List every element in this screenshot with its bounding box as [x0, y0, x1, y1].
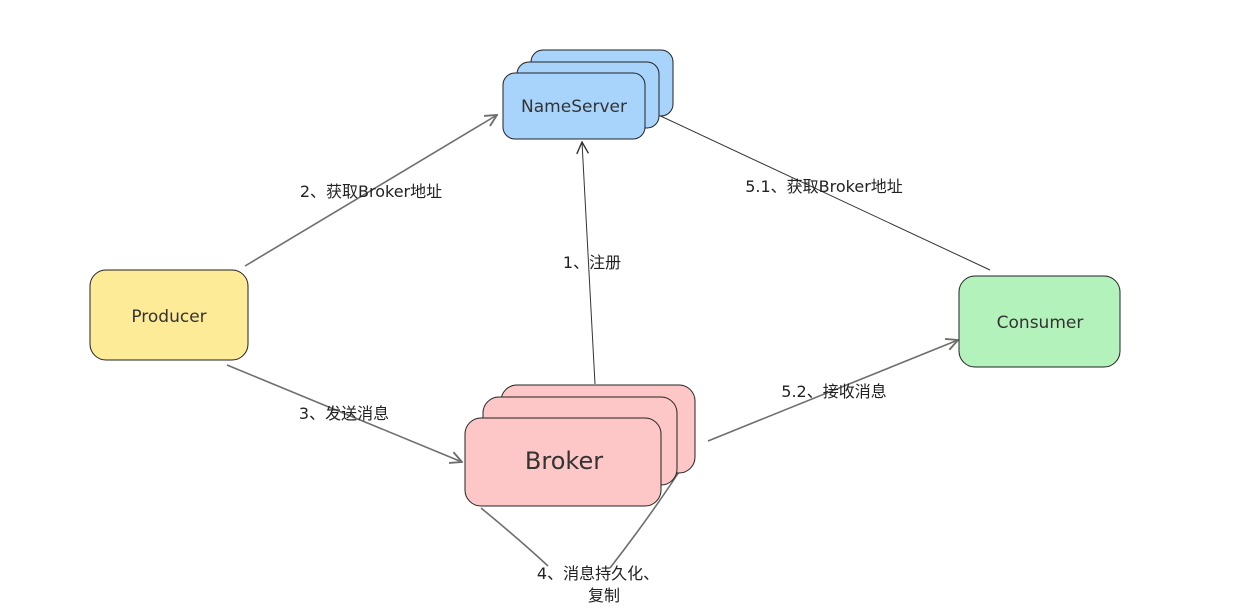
broker-label: Broker	[525, 447, 603, 475]
producer-get-address-label: 2、获取Broker地址	[300, 182, 442, 201]
persist-replicate-label-line2: 复制	[588, 586, 620, 605]
register-label: 1、注册	[563, 253, 621, 272]
producer-box	[89, 269, 249, 361]
producer-get-address-arrow	[244, 115, 497, 267]
producer-node[interactable]: Producer	[89, 269, 249, 361]
broker-node[interactable]: Broker	[464, 384, 696, 507]
consumer-label: Consumer	[997, 313, 1084, 333]
receive-message-arrow	[707, 340, 958, 442]
nameserver-node[interactable]: NameServer	[502, 49, 674, 140]
consumer-get-address-arrow	[637, 105, 991, 271]
consumer-get-address-label: 5.1、获取Broker地址	[745, 177, 903, 196]
persist-replicate-label-line1: 4、消息持久化、	[537, 564, 659, 583]
persist-replicate-arrow	[480, 507, 549, 567]
register-arrow	[582, 142, 596, 385]
nameserver-label: NameServer	[521, 97, 627, 117]
consumer-box	[958, 275, 1121, 368]
receive-message-label: 5.2、接收消息	[781, 382, 886, 401]
consumer-node[interactable]: Consumer	[958, 275, 1121, 368]
send-message-label: 3、发送消息	[299, 404, 389, 423]
send-message-arrow	[226, 364, 462, 462]
nameserver-box	[502, 72, 646, 140]
producer-label: Producer	[131, 307, 206, 327]
broker-box	[464, 417, 662, 507]
